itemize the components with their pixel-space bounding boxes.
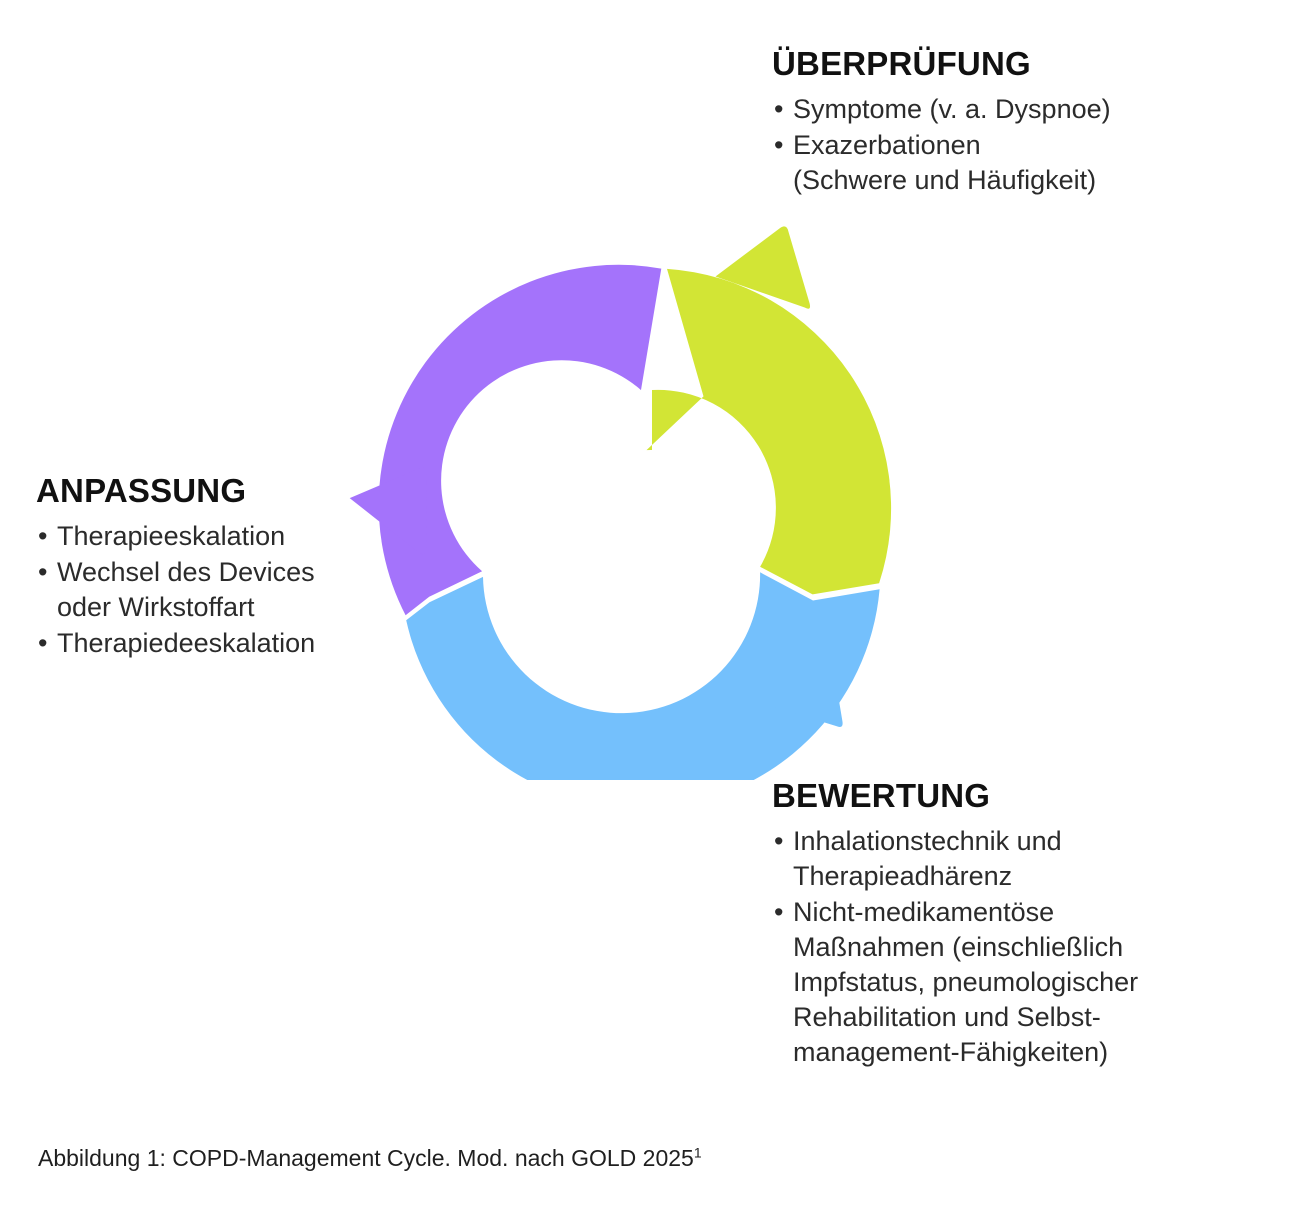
list-item-text: Wechsel des Devices oder Wirkstoffart — [57, 556, 315, 622]
bullet-icon: • — [774, 896, 784, 927]
list-item-text: Nicht-medikamentöse Maßnahmen (einschlie… — [793, 896, 1139, 1068]
figure-caption: Abbildung 1: COPD-Management Cycle. Mod.… — [38, 1145, 702, 1172]
bullet-icon: • — [774, 93, 784, 124]
cycle-segment-ueberpruefung-arc — [646, 268, 892, 595]
cycle-diagram — [330, 210, 930, 780]
figure-caption-superscript: 1 — [693, 1144, 702, 1161]
list-item: • Therapieeskalation — [36, 519, 366, 554]
block-bewertung-title: BEWERTUNG — [772, 777, 991, 814]
block-bewertung-list: • Inhalationstechnik und Therapieadhären… — [772, 824, 1242, 1071]
bullet-icon: • — [38, 556, 48, 587]
list-item: • Inhalationstechnik und Therapieadhären… — [772, 824, 1242, 894]
cycle-segment-anpassung-arc — [378, 264, 662, 616]
list-item: • Symptome (v. a. Dyspnoe) — [772, 92, 1252, 127]
cycle-segment-bewertung-arc — [406, 572, 880, 780]
arrow-head-green-icon — [715, 226, 811, 309]
bullet-icon: • — [38, 627, 48, 658]
figure-caption-text: Abbildung 1: COPD-Management Cycle. Mod.… — [38, 1145, 694, 1171]
list-item-text: Exazerbationen (Schwere und Häufigkeit) — [793, 129, 1097, 195]
block-ueberpruefung: ÜBERPRÜFUNG • Symptome (v. a. Dyspnoe) •… — [772, 46, 1252, 199]
arrow-head-blue-icon — [767, 642, 843, 727]
list-item-text: Therapiedeeskalation — [57, 627, 316, 658]
bullet-icon: • — [38, 520, 48, 551]
list-item: • Therapiedeeskalation — [36, 626, 366, 661]
block-ueberpruefung-title: ÜBERPRÜFUNG — [772, 45, 1031, 82]
list-item-text: Therapieeskalation — [57, 520, 286, 551]
list-item: • Exazerbationen (Schwere und Häufigkeit… — [772, 128, 1252, 198]
block-bewertung: BEWERTUNG • Inhalationstechnik und Thera… — [772, 778, 1242, 1071]
arrow-head-purple-icon — [349, 467, 427, 555]
bullet-icon: • — [774, 825, 784, 856]
block-anpassung-title: ANPASSUNG — [36, 472, 247, 509]
list-item: • Nicht-medikamentöse Maßnahmen (einschl… — [772, 895, 1242, 1070]
block-anpassung-list: • Therapieeskalation • Wechsel des Devic… — [36, 519, 366, 661]
list-item-text: Inhalationstechnik und Therapieadhärenz — [793, 825, 1062, 891]
list-item-text: Symptome (v. a. Dyspnoe) — [793, 93, 1111, 124]
block-ueberpruefung-list: • Symptome (v. a. Dyspnoe) • Exazerbatio… — [772, 92, 1252, 198]
list-item: • Wechsel des Devices oder Wirkstoffart — [36, 555, 366, 625]
bullet-icon: • — [774, 129, 784, 160]
block-anpassung: ANPASSUNG • Therapieeskalation • Wechsel… — [36, 473, 366, 662]
